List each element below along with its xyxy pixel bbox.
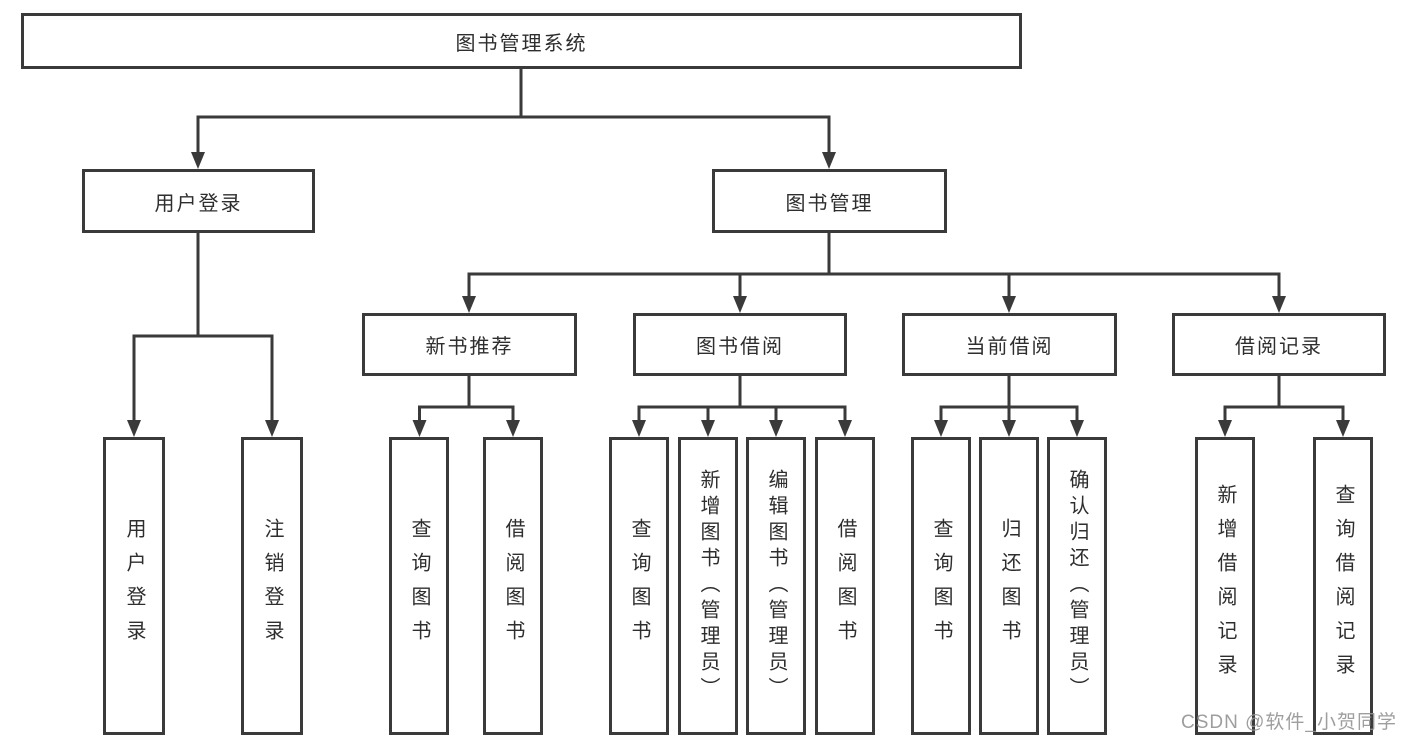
node-label: 查询图书 [408, 518, 430, 654]
node-label: 用户登录 [123, 518, 145, 654]
leaf-return-books: 归还图书 [979, 437, 1039, 735]
node-label: 用户登录 [154, 192, 243, 215]
leaf-borrow-books: 借阅图书 [483, 437, 543, 735]
leaf-logout: 注销登录 [241, 437, 303, 735]
node-label: 新书推荐 [425, 336, 514, 358]
node-label: 新增图书（管理员） [697, 469, 719, 703]
node-user-login-branch: 用户登录 [82, 169, 315, 233]
node-label: 确认归还（管理员） [1066, 469, 1088, 703]
node-label: 借阅图书 [834, 518, 856, 654]
connector-strokes [132, 68, 1345, 423]
node-label: 借阅图书 [502, 518, 524, 654]
node-current-borrowing: 当前借阅 [902, 313, 1117, 376]
node-label: 注销登录 [261, 518, 283, 654]
node-label: 图书管理 [785, 192, 874, 215]
csdn-watermark: CSDN @软件_小贺同学 [1181, 712, 1397, 733]
node-label: 归还图书 [998, 518, 1020, 654]
node-root-system: 图书管理系统 [21, 13, 1022, 69]
node-label: 图书管理系统 [455, 32, 588, 55]
connector-arrowheads [127, 152, 1350, 437]
leaf-user-login: 用户登录 [103, 437, 165, 735]
node-new-book-recommend: 新书推荐 [362, 313, 577, 376]
node-label: 查询图书 [930, 518, 952, 654]
leaf-query-borrow-record: 查询借阅记录 [1313, 437, 1373, 735]
node-label: 当前借阅 [965, 336, 1054, 358]
leaf-confirm-return-admin: 确认归还（管理员） [1047, 437, 1107, 735]
leaf-query-books: 查询图书 [609, 437, 669, 735]
leaf-add-borrow-record: 新增借阅记录 [1195, 437, 1255, 735]
node-borrowing-records: 借阅记录 [1172, 313, 1386, 376]
node-label: 借阅记录 [1235, 336, 1323, 358]
leaf-edit-books-admin: 编辑图书（管理员） [746, 437, 806, 735]
leaf-query-books: 查询图书 [911, 437, 971, 735]
leaf-add-books-admin: 新增图书（管理员） [678, 437, 738, 735]
node-label: 查询借阅记录 [1332, 484, 1354, 688]
node-label: 编辑图书（管理员） [765, 469, 787, 703]
node-book-borrowing: 图书借阅 [633, 313, 847, 376]
node-label: 查询图书 [628, 518, 650, 654]
node-label: 新增借阅记录 [1214, 484, 1236, 688]
leaf-borrow-books: 借阅图书 [815, 437, 875, 735]
leaf-query-books: 查询图书 [389, 437, 449, 735]
node-label: 图书借阅 [696, 336, 784, 358]
node-book-management-branch: 图书管理 [712, 169, 947, 233]
